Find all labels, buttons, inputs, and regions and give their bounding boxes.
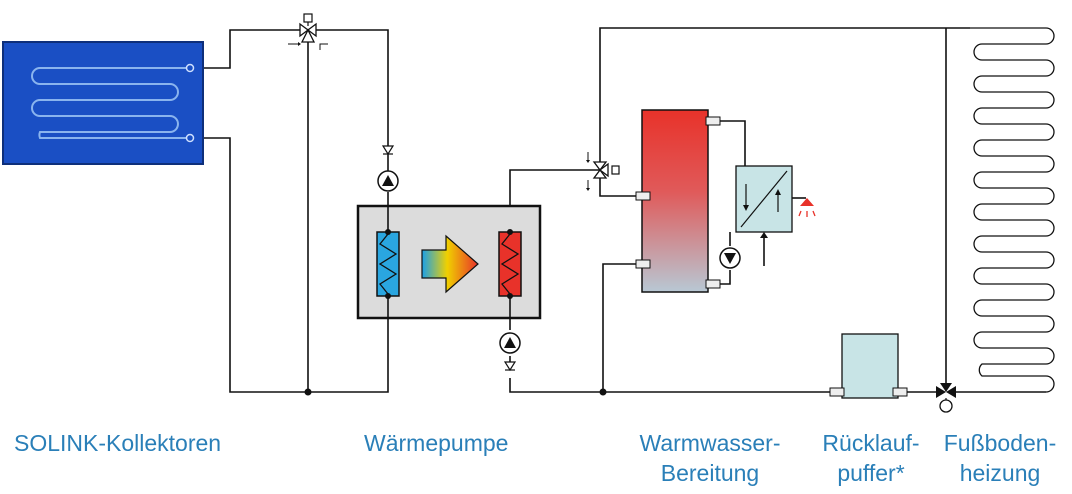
heat-pump	[356, 204, 542, 320]
check-valve-icon	[381, 145, 395, 156]
hot-water-tap-icon	[798, 198, 816, 217]
label-return-buffer-line2: puffer*	[837, 460, 905, 486]
check-valve-icon	[503, 361, 517, 372]
hot-water-tank	[635, 109, 721, 293]
floor-heating-coil	[970, 27, 1055, 393]
label-collectors: SOLINK-Kollektoren	[14, 430, 222, 456]
circulation-pump-icon	[377, 170, 399, 192]
label-hot-water: Warmwasser- Bereitung	[620, 428, 800, 488]
label-hot-water-line1: Warmwasser-	[639, 430, 781, 456]
return-buffer	[829, 333, 908, 399]
three-way-valve-icon	[586, 152, 620, 191]
heat-exchanger	[735, 165, 806, 266]
solar-collector	[2, 41, 204, 165]
circulation-pump-icon	[499, 332, 521, 354]
circulation-pump-icon	[719, 247, 741, 269]
label-return-buffer: Rücklauf- puffer*	[812, 428, 930, 488]
three-way-valve-icon	[288, 13, 328, 50]
label-return-buffer-line1: Rücklauf-	[822, 430, 920, 456]
label-floor-heating-line1: Fußboden-	[943, 430, 1057, 456]
pipe-junctions	[304, 388, 607, 396]
label-hot-water-line2: Bereitung	[660, 460, 760, 486]
label-floor-heating-line2: heizung	[959, 460, 1041, 486]
label-heat-pump: Wärmepumpe	[364, 430, 509, 456]
mixing-valve-icon	[936, 383, 956, 413]
label-floor-heating: Fußboden- heizung	[938, 428, 1062, 488]
pipe-network	[190, 27, 1046, 393]
heat-transfer-arrow-icon	[421, 234, 479, 294]
